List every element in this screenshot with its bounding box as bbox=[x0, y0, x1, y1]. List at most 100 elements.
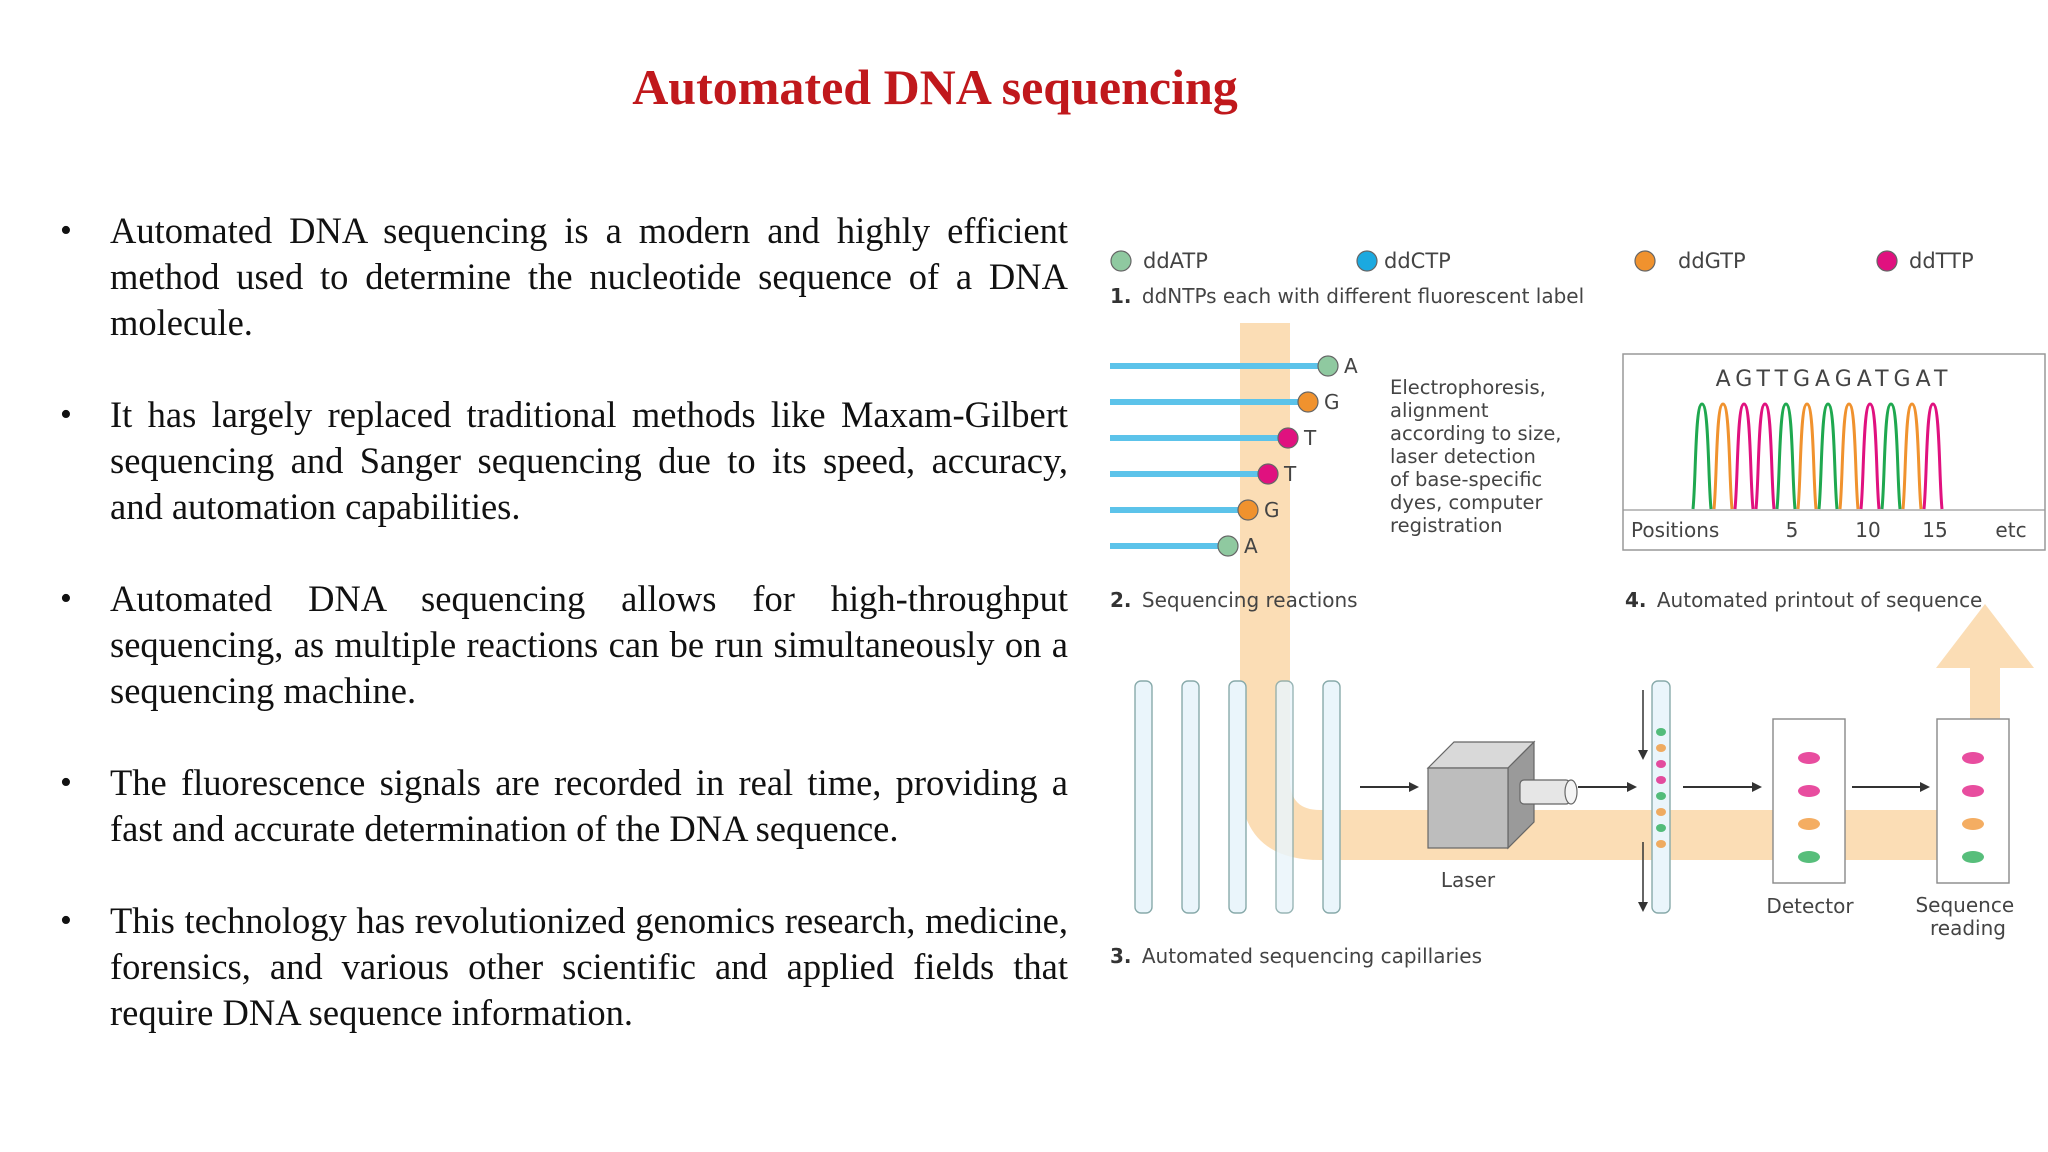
fragment-base: G bbox=[1264, 498, 1280, 522]
description-line: Electrophoresis, bbox=[1390, 376, 1546, 399]
legend-label: ddCTP bbox=[1384, 249, 1451, 273]
description-line: laser detection bbox=[1390, 445, 1536, 468]
capillary-tube bbox=[1228, 680, 1247, 914]
laser-label: Laser bbox=[1441, 868, 1496, 892]
detector-signal bbox=[1798, 752, 1820, 764]
fragment-label-dot bbox=[1237, 499, 1259, 521]
capillary-tube bbox=[1134, 680, 1153, 914]
chromatogram-peak bbox=[1838, 402, 1860, 510]
fragment-base: G bbox=[1324, 390, 1340, 414]
detector: Detector bbox=[1766, 718, 1854, 918]
step-number: 1. bbox=[1110, 284, 1132, 308]
bullet-text: Automated DNA sequencing allows for high… bbox=[110, 578, 1068, 711]
bullet-marker: • bbox=[60, 764, 72, 801]
bullet-marker: • bbox=[60, 902, 72, 939]
sequence-reading-label: Sequence reading bbox=[1915, 893, 2020, 940]
legend-label: ddGTP bbox=[1678, 249, 1746, 273]
sequence-printout: AGTTGAGATGAT Positions 5 10 15 etc bbox=[1622, 353, 2046, 551]
step-4-caption: 4. Automated printout of sequence bbox=[1625, 588, 1982, 612]
chromatogram-peak bbox=[1691, 402, 1713, 510]
bullet-item: • Automated DNA sequencing allows for hi… bbox=[56, 576, 1068, 714]
capillary-bands bbox=[1656, 728, 1666, 848]
bullet-list: • Automated DNA sequencing is a modern a… bbox=[56, 208, 1068, 1082]
capillary-band bbox=[1656, 792, 1666, 800]
sequence-reader: Sequence reading bbox=[1915, 718, 2020, 940]
step-number: 4. bbox=[1625, 588, 1647, 612]
description-line: registration bbox=[1390, 514, 1503, 537]
slide-title: Automated DNA sequencing bbox=[632, 59, 1238, 115]
dna-sequencing-figure: ddATP ddCTP ddGTP ddTTP 1. ddNTPs each w… bbox=[1110, 249, 2046, 968]
laser-nozzle-end bbox=[1564, 779, 1578, 805]
detector-label: Detector bbox=[1766, 894, 1854, 918]
position-tick: 15 bbox=[1922, 518, 1947, 542]
chromatogram-peak bbox=[1922, 402, 1944, 510]
label-line: reading bbox=[1930, 916, 2006, 940]
reader-signal bbox=[1962, 851, 1984, 863]
capillary-tube bbox=[1322, 680, 1341, 914]
bullet-text: It has largely replaced traditional meth… bbox=[110, 394, 1068, 527]
description-line: according to size, bbox=[1390, 422, 1562, 445]
fragment-base: T bbox=[1303, 426, 1317, 450]
chromatogram-peak bbox=[1754, 402, 1776, 510]
step-text: Sequencing reactions bbox=[1142, 588, 1358, 612]
legend-swatch bbox=[1634, 250, 1656, 272]
step-text: Automated sequencing capillaries bbox=[1142, 944, 1482, 968]
capillary-band bbox=[1656, 760, 1666, 768]
capillary-tube bbox=[1181, 680, 1200, 914]
fragment-base: T bbox=[1283, 462, 1297, 486]
detection-capillary bbox=[1638, 680, 1671, 914]
capillary-band bbox=[1656, 776, 1666, 784]
bullet-marker: • bbox=[60, 580, 72, 617]
reader-signal bbox=[1962, 752, 1984, 764]
chromatogram-peaks bbox=[1691, 402, 1944, 510]
step-text: Automated printout of sequence bbox=[1657, 588, 1983, 612]
bullet-item: • Automated DNA sequencing is a modern a… bbox=[56, 208, 1068, 346]
bullet-item: • This technology has revolutionized gen… bbox=[56, 898, 1068, 1036]
description-line: of base-specific bbox=[1390, 468, 1542, 491]
fragment-label-dot bbox=[1297, 391, 1319, 413]
capillary-band bbox=[1656, 824, 1666, 832]
capillary-band bbox=[1656, 808, 1666, 816]
chromatogram-peak bbox=[1901, 402, 1923, 510]
capillary-band bbox=[1656, 840, 1666, 848]
step-number: 3. bbox=[1110, 944, 1132, 968]
chromatogram-peak bbox=[1796, 402, 1818, 510]
legend-swatch bbox=[1876, 250, 1898, 272]
description-line: dyes, computer bbox=[1390, 491, 1543, 514]
chromatogram-peak bbox=[1859, 402, 1881, 510]
step-text: ddNTPs each with different fluorescent l… bbox=[1142, 284, 1584, 308]
detector-signal bbox=[1798, 851, 1820, 863]
fragment-label-dot bbox=[1217, 535, 1239, 557]
chromatogram-peak bbox=[1733, 402, 1755, 510]
legend: ddATP ddCTP ddGTP ddTTP bbox=[1110, 249, 1974, 273]
detector-signal bbox=[1798, 818, 1820, 830]
bullet-text: This technology has revolutionized genom… bbox=[110, 900, 1068, 1033]
sequencing-fragments: A G T T G A bbox=[1110, 354, 1358, 558]
label-line: Sequence bbox=[1915, 893, 2014, 917]
chromatogram-peak bbox=[1880, 402, 1902, 510]
detector-signal bbox=[1798, 785, 1820, 797]
fragment-label-dot bbox=[1277, 427, 1299, 449]
laser-nozzle bbox=[1519, 779, 1571, 805]
fragment-label-dot bbox=[1257, 463, 1279, 485]
bullet-item: • The fluorescence signals are recorded … bbox=[56, 760, 1068, 852]
capillary-band bbox=[1656, 728, 1666, 736]
laser-box-front bbox=[1427, 767, 1509, 849]
reader-signal bbox=[1962, 785, 1984, 797]
fragment-base: A bbox=[1244, 534, 1258, 558]
electrophoresis-description: Electrophoresis, alignment according to … bbox=[1390, 376, 1568, 537]
position-tick: 10 bbox=[1855, 518, 1880, 542]
step-number: 2. bbox=[1110, 588, 1132, 612]
positions-label: Positions bbox=[1631, 518, 1719, 542]
bullet-text: The fluorescence signals are recorded in… bbox=[110, 762, 1068, 849]
step-3-caption: 3. Automated sequencing capillaries bbox=[1110, 944, 1482, 968]
step-1-caption: 1. ddNTPs each with different fluorescen… bbox=[1110, 284, 1584, 308]
sequencing-capillaries bbox=[1134, 680, 1341, 914]
legend-label: ddTTP bbox=[1909, 249, 1974, 273]
fragment-base: A bbox=[1344, 354, 1358, 378]
legend-swatch bbox=[1110, 250, 1132, 272]
reader-signals bbox=[1962, 752, 1984, 863]
fragment-label-dot bbox=[1317, 355, 1339, 377]
bullet-marker: • bbox=[60, 396, 72, 433]
bullet-item: • It has largely replaced traditional me… bbox=[56, 392, 1068, 530]
